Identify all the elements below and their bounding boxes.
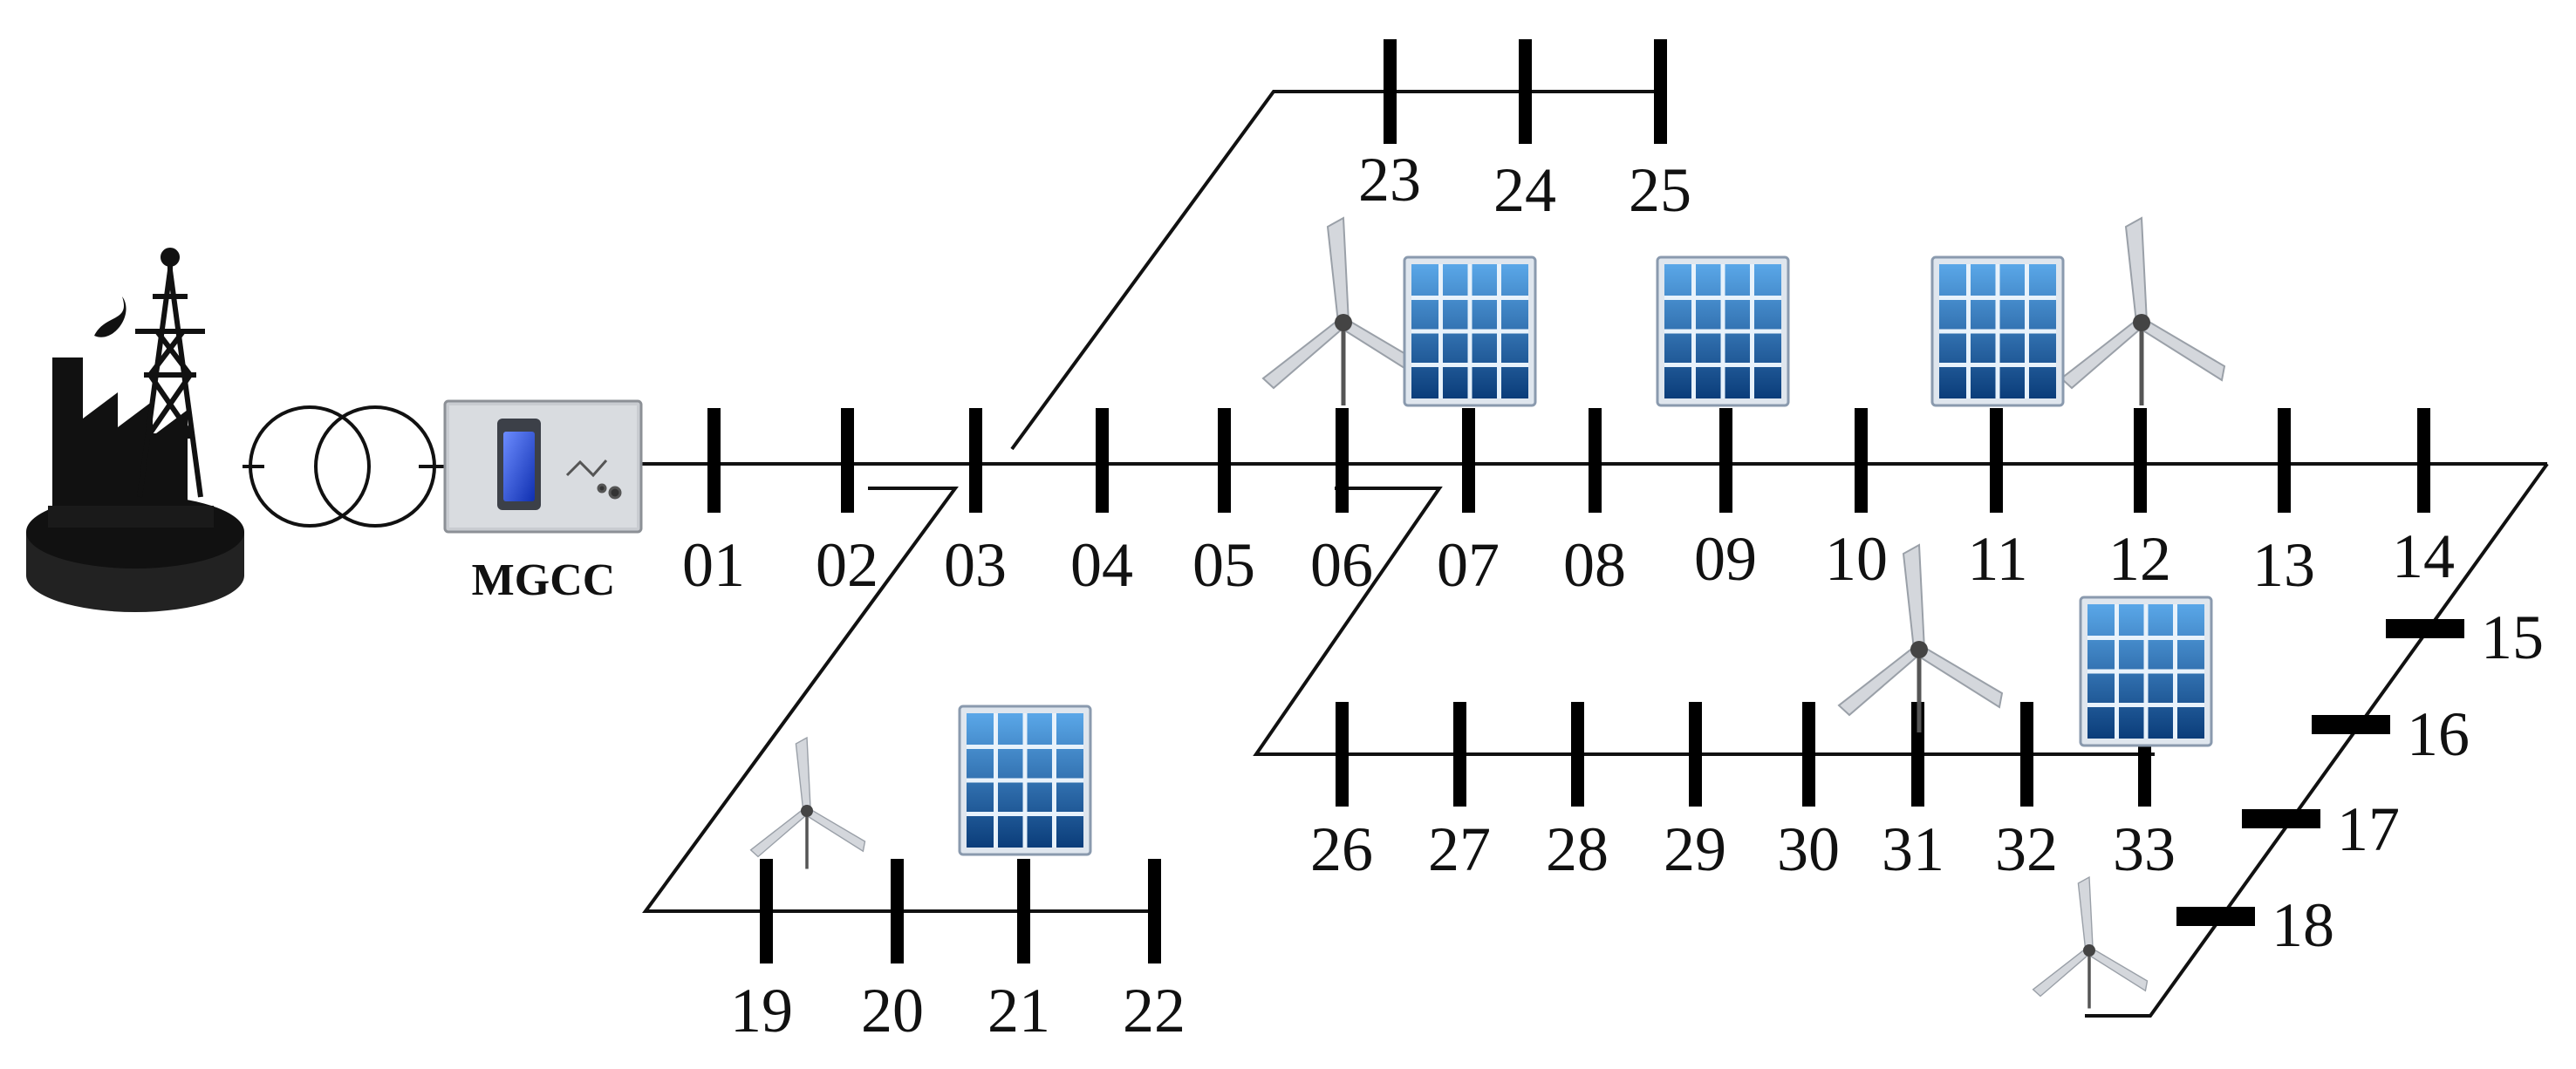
transformer-icon	[249, 405, 436, 528]
solar-panel-icon	[1657, 257, 1788, 405]
bus-label-19: 19	[730, 976, 793, 1045]
transmission-tower-icon	[135, 248, 205, 498]
bus-bar-07	[1462, 408, 1475, 513]
bus-bar-05	[1218, 408, 1231, 513]
bus-label-32: 32	[1995, 814, 2058, 884]
bus-bar-09	[1719, 408, 1732, 513]
bus-label-16: 16	[2407, 699, 2470, 769]
bus-bar-14	[2417, 408, 2430, 513]
bus-label-14: 14	[2392, 521, 2455, 591]
bus-label-11: 11	[1967, 524, 2027, 594]
bus-bars	[707, 39, 2464, 963]
bus-label-17: 17	[2337, 794, 2400, 864]
bus-bar-27	[1453, 702, 1466, 807]
bus-bar-32	[2020, 702, 2033, 807]
bus-label-20: 20	[861, 976, 924, 1045]
branch-26-33-line	[1253, 487, 2155, 756]
bus-bar-25	[1654, 39, 1667, 144]
bus-bar-08	[1589, 408, 1602, 513]
bus-label-25: 25	[1629, 155, 1691, 225]
bus-label-26: 26	[1310, 814, 1373, 884]
bus-label-15: 15	[2481, 603, 2544, 672]
bus-bar-12	[2134, 408, 2147, 513]
bus-bar-16	[2312, 715, 2390, 734]
bus-label-12: 12	[2108, 524, 2171, 594]
mgcc-label: MGCC	[472, 555, 616, 605]
bus-bar-30	[1802, 702, 1815, 807]
bus-bar-03	[969, 408, 982, 513]
bus-label-07: 07	[1437, 530, 1500, 600]
bus-label-28: 28	[1546, 814, 1609, 884]
bus-bar-13	[2278, 408, 2291, 513]
bus-bar-22	[1148, 859, 1161, 963]
bus-label-33: 33	[2113, 814, 2176, 884]
bus-bar-23	[1384, 39, 1397, 144]
bus-bar-10	[1855, 408, 1868, 513]
bus-bar-06	[1336, 408, 1349, 513]
bus-bar-20	[891, 859, 904, 963]
bus-bar-24	[1519, 39, 1532, 144]
bus-label-05: 05	[1192, 530, 1255, 600]
bus-label-04: 04	[1070, 530, 1133, 600]
bus-bar-01	[707, 408, 721, 513]
wind-turbine-icon	[2031, 875, 2149, 1011]
bus-bar-11	[1990, 408, 2003, 513]
bus-label-22: 22	[1123, 976, 1186, 1045]
bus-bar-17	[2242, 809, 2320, 828]
wind-turbine-icon	[748, 736, 867, 871]
bus-bar-29	[1689, 702, 1702, 807]
bus-label-01: 01	[682, 530, 745, 600]
bus-bar-15	[2386, 619, 2464, 638]
solar-panel-icon	[960, 706, 1090, 855]
bus-label-09: 09	[1694, 524, 1757, 594]
wind-turbine-icon	[1263, 218, 1426, 405]
bus-bar-26	[1336, 702, 1349, 807]
solar-panel-icon	[1932, 257, 2063, 405]
wind-turbine-icon	[2061, 218, 2224, 405]
bus-label-24: 24	[1493, 155, 1556, 225]
solar-panel-icon	[1404, 257, 1535, 405]
bus-label-23: 23	[1358, 145, 1421, 214]
bus-bar-21	[1017, 859, 1030, 963]
bus-label-06: 06	[1310, 530, 1373, 600]
bus-labels: 01 02 03 04 05 06 07 08 09 10 11 12 13 1…	[682, 145, 2544, 1045]
bus-bar-18	[2176, 907, 2255, 926]
bus-bar-02	[841, 408, 854, 513]
bus-label-31: 31	[1882, 814, 1944, 884]
bus-label-27: 27	[1428, 814, 1491, 884]
bus-label-02: 02	[816, 530, 878, 600]
bus-label-29: 29	[1664, 814, 1726, 884]
solar-panel-icon	[2081, 597, 2211, 746]
bus-label-30: 30	[1777, 814, 1840, 884]
bus-label-08: 08	[1563, 530, 1626, 600]
feeder-15-18-line	[2085, 462, 2549, 1018]
bus-label-10: 10	[1825, 524, 1888, 594]
bus-label-13: 13	[2252, 530, 2315, 600]
feeder-lines	[243, 90, 2549, 1018]
bus-bar-28	[1571, 702, 1584, 807]
bus-label-21: 21	[987, 976, 1050, 1045]
bus-bar-19	[760, 859, 773, 963]
bus-label-03: 03	[944, 530, 1007, 600]
bus-label-18: 18	[2272, 890, 2334, 960]
mgcc-controller-icon	[443, 399, 643, 534]
power-plant-icon	[26, 296, 244, 612]
bus-bar-04	[1096, 408, 1109, 513]
